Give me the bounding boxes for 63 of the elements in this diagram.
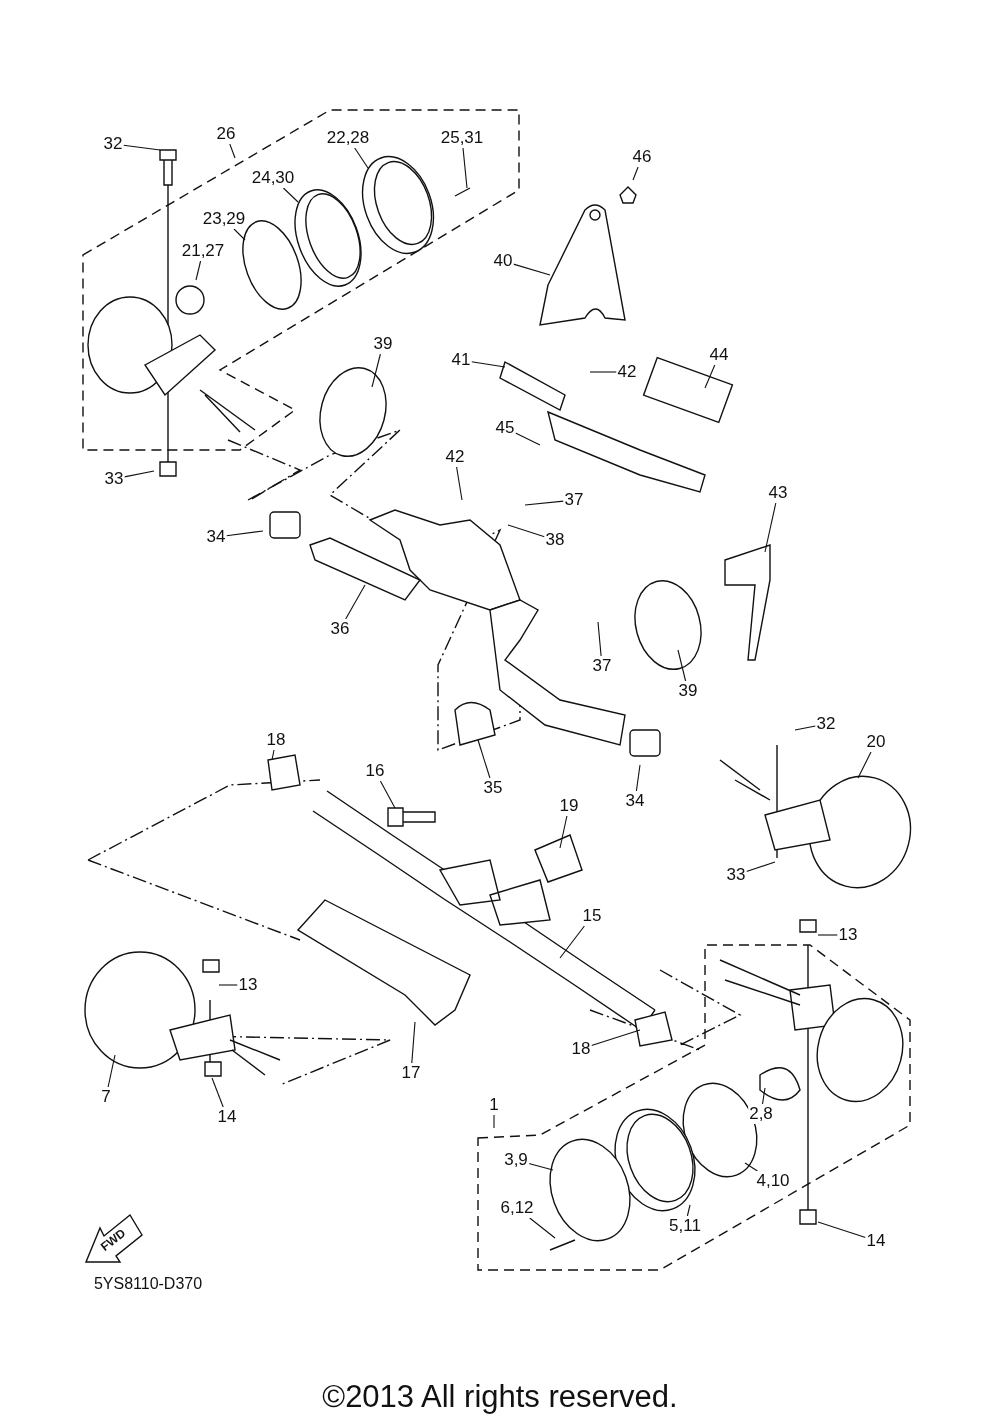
leader-line [559,925,585,959]
callout-number: 3,9 [503,1150,529,1170]
leader-line [686,1204,691,1217]
leader-line [528,1162,554,1171]
callout-number: 39 [372,334,394,354]
leader-line [456,466,463,501]
leader-line [218,984,239,986]
leader-line [529,1217,556,1239]
callout-number: 6,12 [499,1198,535,1218]
callout-number: 46 [631,147,653,167]
leader-line [817,1221,867,1239]
leader-line [371,353,381,388]
leader-line [225,530,264,537]
callout-number: 5,11 [668,1216,702,1236]
leader-line [704,364,716,389]
callout-number: 24,30 [250,168,296,188]
leader-line [632,166,639,181]
leader-line [507,524,546,538]
callout-number: 16 [364,761,386,781]
leader-line [229,143,236,159]
leader-line [635,764,641,792]
copyright-notice: ©2013 All rights reserved. [322,1379,678,1415]
leader-line [817,934,839,936]
callout-number: 15 [581,906,603,926]
leader-line [794,725,817,731]
leader-line [379,780,396,809]
part-code: 5YS8110-D370 [93,1275,203,1293]
leader-line [677,649,687,682]
leader-line [211,1077,224,1108]
callout-number: 4,10 [755,1171,791,1191]
leader-line [123,470,155,478]
leader-line [590,1029,641,1047]
leader-line [597,621,602,657]
leader-line [493,1114,495,1129]
leader-line [345,584,366,620]
leader-line [857,751,872,779]
leader-line [122,144,161,151]
leader-line [282,187,299,203]
leader-line [559,815,568,849]
leader-line [195,260,202,281]
callout-number: 2,8 [748,1104,774,1124]
leader-line [470,361,506,368]
leader-line [462,147,468,189]
callout-number: 26 [215,124,237,144]
callout-number: 22,28 [325,128,371,148]
callout-number: 20 [865,732,887,752]
callout-number: 23,29 [201,209,247,229]
leader-line [589,371,618,373]
leader-line [411,1021,416,1064]
leader-line [514,432,541,446]
leader-line [761,1087,766,1105]
leader-line [745,861,776,873]
callout-number: 44 [708,345,730,365]
leader-line [764,502,777,553]
leader-line [524,500,565,506]
leader-line [512,263,551,276]
leader-line [477,739,491,779]
leader-line [744,1162,758,1172]
callout-number: 21,27 [180,241,226,261]
leader-line [354,147,369,169]
leader-line [271,749,275,761]
callout-number: 25,31 [439,128,485,148]
leader-line [107,1054,116,1088]
